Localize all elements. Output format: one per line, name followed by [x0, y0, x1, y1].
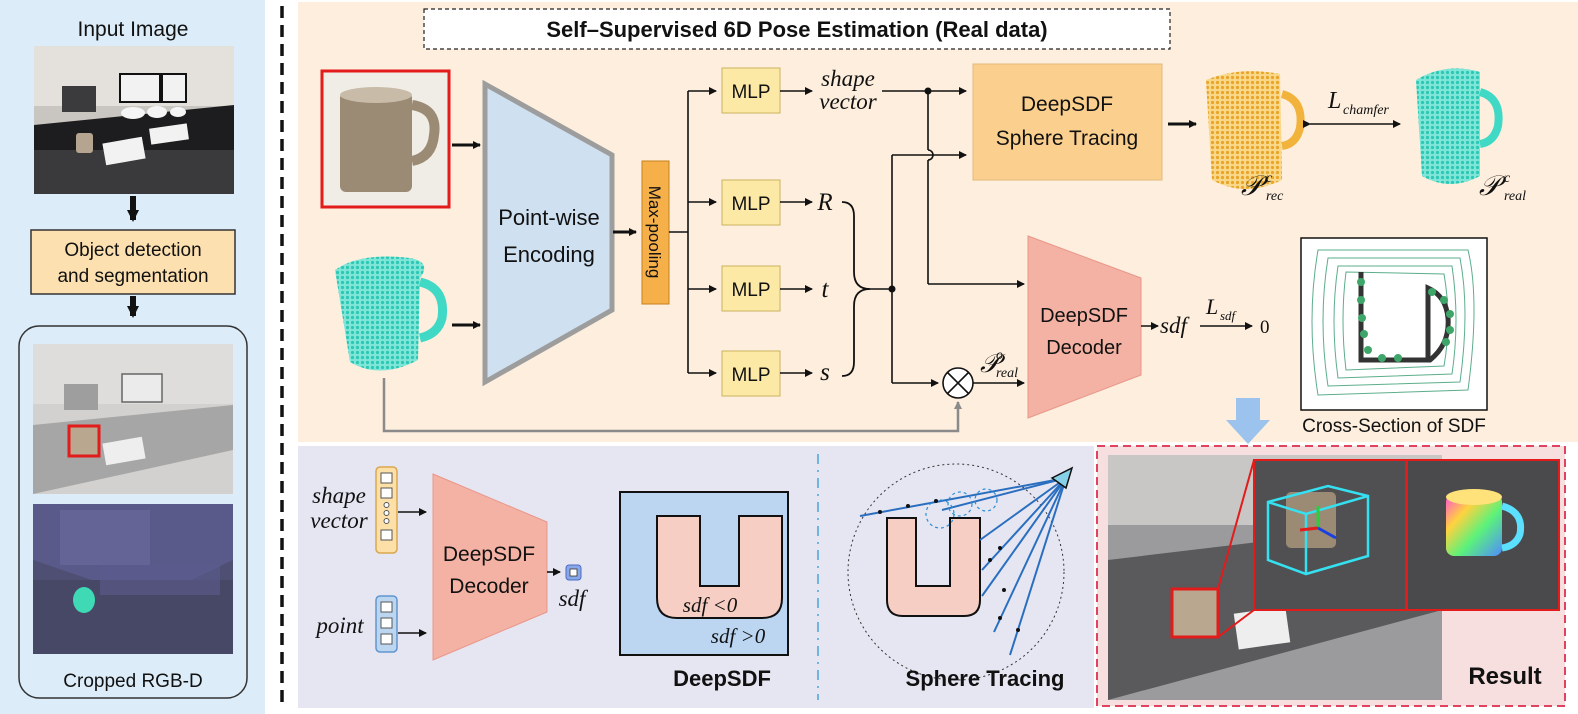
shape-routing — [882, 87, 1025, 288]
title-box — [423, 8, 1171, 50]
mlp-label-rotation: MLP — [731, 194, 770, 215]
bottom-shape-vector-1: shape — [312, 483, 366, 508]
cropped-label: Cropped RGB-D — [63, 671, 202, 692]
cross-section-label: Cross-Section of SDF — [1302, 416, 1486, 437]
point-wise-encoder — [482, 79, 615, 387]
point-input-icon — [375, 595, 398, 653]
main-decoder-label-2: Decoder — [1046, 337, 1122, 359]
bottom-decoder-label-2: Decoder — [449, 575, 528, 598]
result-title: Result — [1468, 663, 1541, 690]
mlp-box-shape — [721, 67, 781, 114]
branch-lines — [669, 87, 717, 377]
zoom-line-top — [1217, 459, 1255, 590]
encoder-label-1: Point-wise — [498, 205, 599, 230]
deepsdf-title: DeepSDF — [673, 666, 771, 691]
reconstructed-point-cloud — [1206, 71, 1305, 189]
p-real-sup: c — [1504, 171, 1511, 186]
p-obs-sup: o — [996, 348, 1003, 363]
result-down-arrow — [1226, 398, 1270, 444]
transform-operator-cross — [946, 371, 970, 395]
observed-point-cloud — [335, 256, 448, 371]
input-image-title: Input Image — [78, 18, 189, 41]
left-panel: Input Image Object detection and segment… — [0, 0, 265, 714]
detection-label-2: and segmentation — [57, 266, 208, 287]
mlp-box-translation — [721, 265, 781, 312]
shape-vector-label-1: shape — [821, 66, 875, 91]
encoder-label-2: Encoding — [503, 242, 595, 267]
bottom-decoder — [432, 473, 548, 661]
mlp-label-scale: MLP — [731, 365, 770, 386]
pose-junction — [888, 285, 896, 293]
detection-label-1: Object detection — [64, 240, 201, 261]
result-pose-box-image — [1253, 459, 1407, 611]
p-rec-sub: rec — [1266, 189, 1284, 204]
shape-vector-label-2: vector — [819, 89, 878, 114]
sphere-tracing-label-1: DeepSDF — [1021, 93, 1113, 116]
input-image — [34, 46, 234, 194]
real-point-cloud — [1416, 68, 1503, 184]
mlp-label-translation: MLP — [731, 280, 770, 301]
p-rec-sup: c — [1266, 171, 1273, 186]
sdf-cross-section — [1300, 237, 1488, 411]
main-title: Self–Supervised 6D Pose Estimation (Real… — [546, 17, 1047, 42]
bottom-sdf-label: sdf — [559, 586, 589, 611]
shape-vector-icon — [375, 466, 398, 554]
shape-junction — [924, 87, 932, 95]
sdf-outside-label: sdf >0 — [711, 624, 766, 648]
bottom-shape-vector-2: vector — [310, 508, 369, 533]
p-real-sub: real — [1504, 189, 1526, 204]
mlp-box-scale — [721, 350, 781, 397]
sdf-inside-label: sdf <0 — [683, 593, 738, 617]
zero-target: 0 — [1260, 317, 1270, 338]
pose-routing — [870, 151, 967, 387]
l-chamfer-sub: chamfer — [1343, 103, 1389, 118]
sphere-tracing-box — [972, 63, 1163, 181]
sdf-output: sdf — [1160, 313, 1190, 338]
deepsdf-u-shape — [656, 515, 783, 619]
bottom-decoder-label-1: DeepSDF — [443, 543, 535, 566]
detection-box — [30, 229, 236, 295]
input-crop-image — [320, 69, 451, 209]
depth-image — [33, 504, 233, 654]
scale-symbol: s — [820, 359, 830, 386]
sphere-tracing-title: Sphere Tracing — [906, 666, 1065, 691]
rotation-symbol: R — [816, 189, 832, 216]
translation-symbol: t — [822, 276, 830, 303]
main-decoder — [1027, 235, 1142, 419]
main-decoder-label-1: DeepSDF — [1040, 305, 1128, 327]
observed-points-route — [382, 378, 962, 433]
result-rendered-mug-image — [1406, 459, 1560, 611]
l-sdf-sub: sdf — [1220, 308, 1238, 323]
sphere-tracing-diagram — [847, 463, 1074, 681]
zoom-line-bottom — [1217, 609, 1255, 638]
l-chamfer-symbol: L — [1327, 88, 1341, 114]
sdf-output-icon-inner — [569, 568, 578, 577]
bottom-point-label: point — [314, 613, 364, 638]
cropped-group — [18, 325, 248, 699]
p-obs-sub: real — [996, 366, 1018, 381]
dimmed-scene-image — [33, 344, 233, 494]
max-pooling-label: Max-pooling — [645, 186, 664, 279]
sphere-tracing-label-2: Sphere Tracing — [996, 127, 1138, 150]
mlp-box-rotation — [721, 179, 781, 226]
mlp-output-arrows — [780, 87, 813, 377]
l-sdf-symbol: L — [1205, 294, 1218, 319]
mlp-label-shape: MLP — [731, 82, 770, 103]
mlp-group: MLP MLP MLP MLP — [721, 67, 781, 397]
